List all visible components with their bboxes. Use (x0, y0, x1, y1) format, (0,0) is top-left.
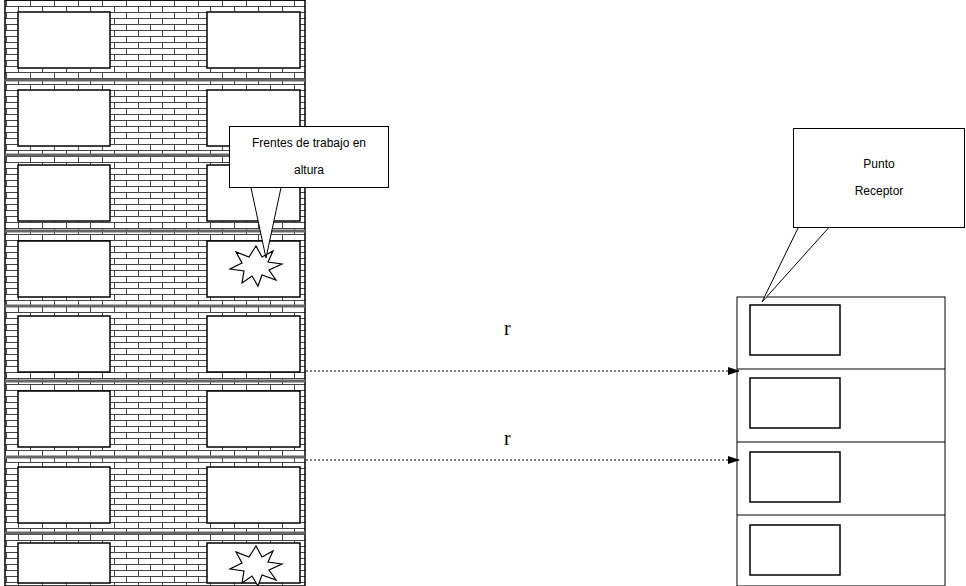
tall-building (5, 0, 305, 586)
distance-label: r (502, 318, 513, 338)
callout-text: Frentes de trabajo en altura (239, 130, 379, 184)
work-burst (230, 246, 282, 586)
callout-tail (250, 183, 832, 302)
callout-box: Frentes de trabajo en altura (229, 126, 389, 188)
callout-text: Punto Receptor (844, 151, 914, 205)
distance-arrow (306, 371, 739, 460)
receptor-building (737, 297, 945, 586)
distance-label: r (502, 428, 513, 448)
callout-box: Punto Receptor (793, 128, 965, 228)
